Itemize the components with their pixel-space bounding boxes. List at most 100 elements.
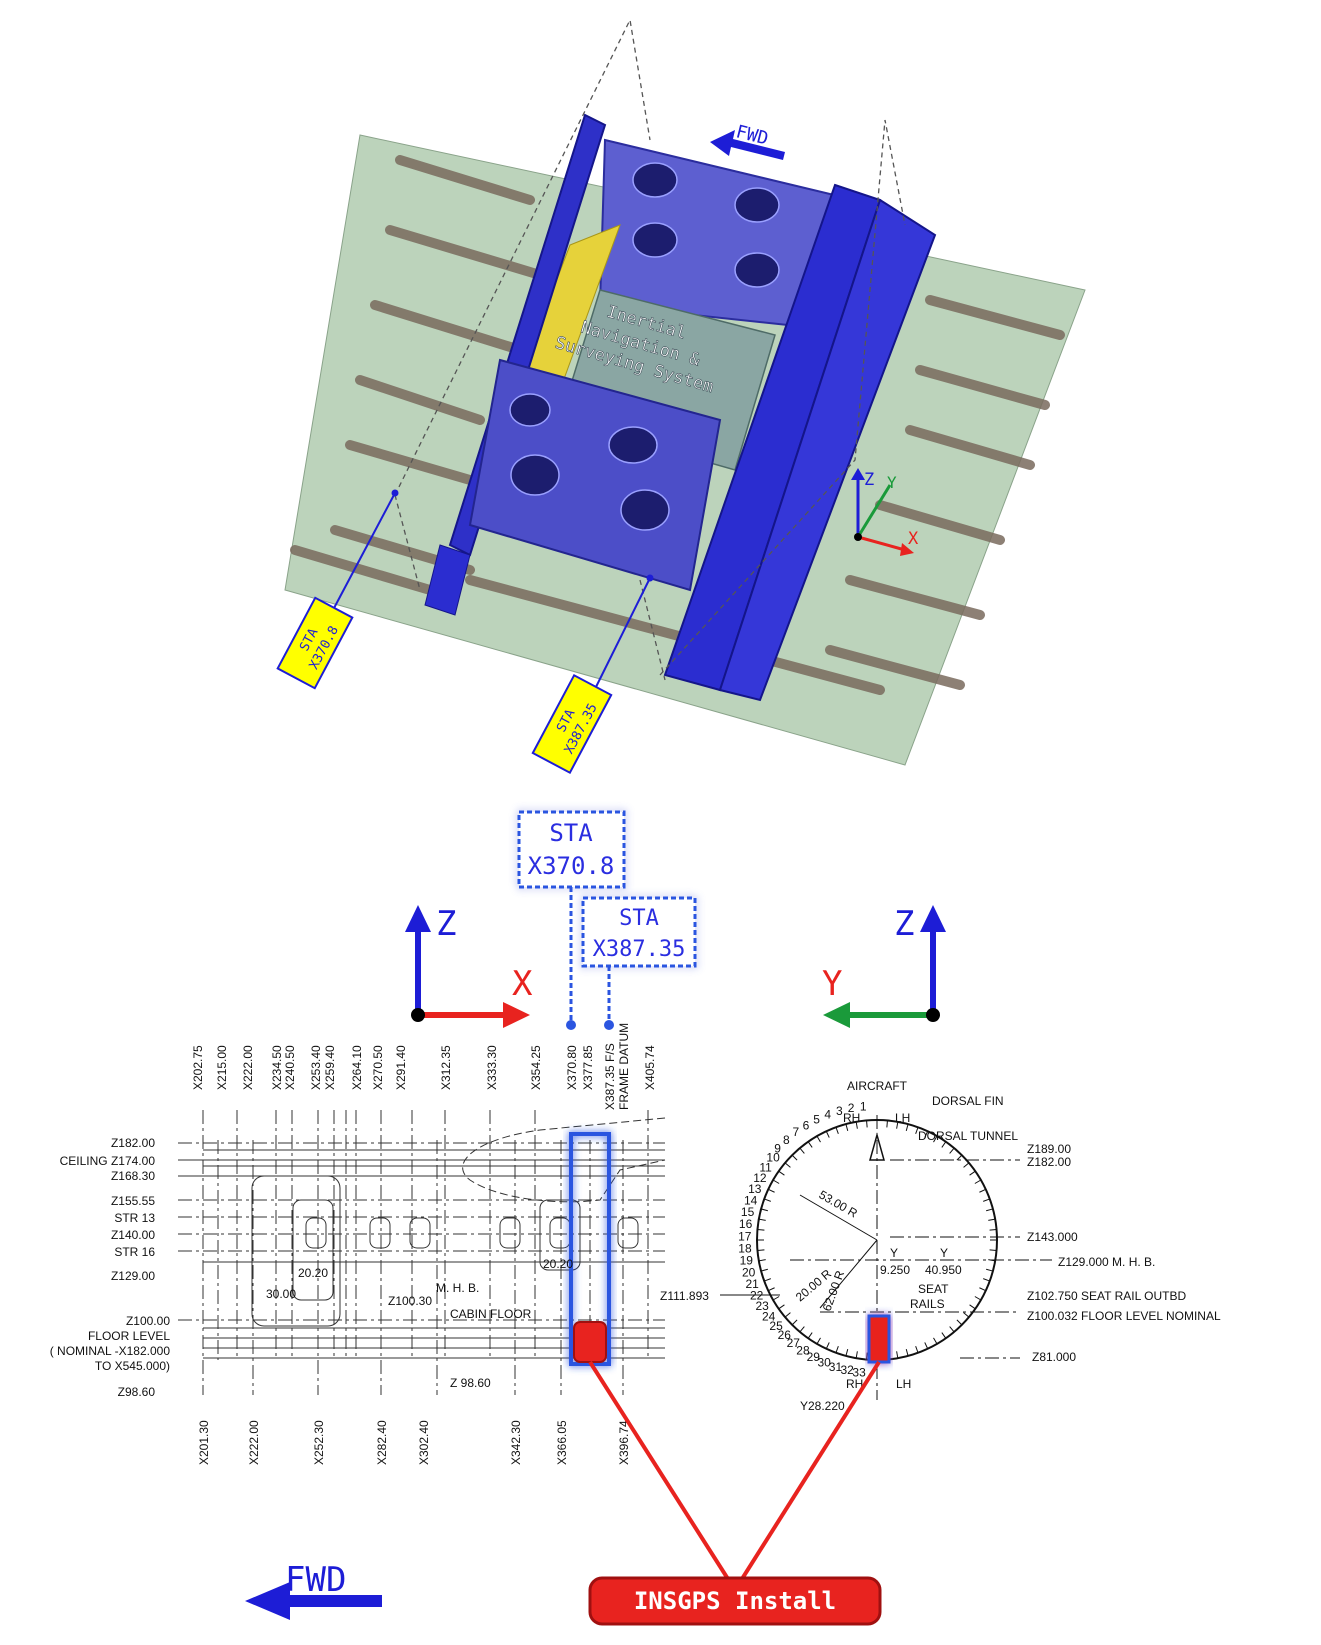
station-tick <box>799 1326 805 1333</box>
station-tick <box>778 1170 785 1176</box>
station-number: 16 <box>739 1217 753 1231</box>
station-tick <box>974 1296 982 1301</box>
station-tick <box>969 1304 976 1310</box>
station-tick <box>941 1141 947 1148</box>
dim-text: CABIN FLOOR <box>450 1307 532 1321</box>
station-tick <box>956 1319 963 1326</box>
sta-tag-top-1: STA X370.8 <box>276 596 354 690</box>
install-zone-section <box>867 1314 891 1364</box>
station-tick <box>866 1120 868 1128</box>
station-tick <box>956 1154 963 1161</box>
station-tick <box>989 1229 997 1231</box>
sta-callout-2-line1: STA <box>619 906 659 931</box>
sta-callout-1-line2: X370.8 <box>528 852 615 880</box>
waterline-label: ( NOMINAL -X182.000 <box>50 1344 171 1358</box>
station-tick <box>835 1346 839 1353</box>
dim-text: M. H. B. <box>436 1281 479 1295</box>
waterline-label: Z129.00 <box>111 1269 155 1283</box>
lower-beam <box>424 544 471 616</box>
station-tick <box>757 1249 765 1251</box>
top-station-label: X222.00 <box>241 1045 255 1090</box>
section-label-y28: Y28.220 <box>800 1399 845 1413</box>
top-3d-view: Inertial Navigation & Surveying System F… <box>276 17 1086 775</box>
axis-right-y-label: Y <box>822 964 842 1004</box>
station-tick <box>979 1287 986 1292</box>
station-tick <box>963 1312 970 1318</box>
station-number: 26 <box>778 1328 792 1342</box>
station-number: 7 <box>793 1125 800 1139</box>
station-tick <box>825 1131 830 1138</box>
station-tick <box>866 1352 868 1360</box>
waterline-label: STR 13 <box>114 1211 155 1225</box>
station-tick <box>941 1332 947 1339</box>
dim-text: 20.20 <box>298 1266 328 1280</box>
top-station-labels: X202.75 X215.00 X222.00 X234.50 X240.50 … <box>191 1023 657 1110</box>
station-number: 20 <box>742 1265 756 1279</box>
install-label: INSGPS Install <box>634 1587 836 1615</box>
waterline-label: STR 16 <box>114 1245 155 1259</box>
station-number: 11 <box>759 1160 772 1174</box>
bottom-station-label: X222.00 <box>247 1420 261 1465</box>
top-station-label: X215.00 <box>215 1045 229 1090</box>
axis-left-x-label: X <box>512 964 533 1004</box>
sta-callout-2: STA X387.35 <box>581 896 697 968</box>
station-tick <box>772 1296 780 1301</box>
top-station-label: X405.74 <box>643 1045 657 1090</box>
section-label-lh: LH <box>895 1111 910 1125</box>
station-number: 3 <box>836 1104 843 1118</box>
station-number: 1 <box>860 1100 867 1114</box>
station-tick <box>933 1337 938 1345</box>
station-number: 15 <box>741 1205 755 1219</box>
station-tick <box>915 1346 919 1353</box>
station-number: 28 <box>796 1344 810 1358</box>
station-lines <box>202 1110 649 1395</box>
station-number: 6 <box>803 1118 810 1132</box>
section-label-53r: 53.00 R <box>817 1187 861 1220</box>
station-tick <box>924 1131 929 1138</box>
station-number: 19 <box>740 1254 754 1268</box>
top-station-label: X333.30 <box>485 1045 499 1090</box>
station-tick <box>807 1141 813 1148</box>
section-label-y2: Y <box>940 1246 948 1260</box>
waterline-label: Z182.00 <box>111 1136 155 1150</box>
station-tick <box>825 1342 830 1349</box>
station-tick <box>988 1218 996 1221</box>
top-station-label: X253.40 <box>309 1045 323 1090</box>
section-label-40950: 40.950 <box>925 1263 962 1277</box>
section-label-rh: RH <box>843 1111 860 1125</box>
station-tick <box>778 1304 785 1310</box>
bottom-station-label: X342.30 <box>509 1420 523 1465</box>
bottom-station-label: X201.30 <box>197 1420 211 1465</box>
station-tick <box>758 1218 766 1221</box>
axis3d-y: Y <box>887 473 897 492</box>
dim-text: 30.00 <box>266 1287 296 1301</box>
dorsal-fairing-curve <box>462 1117 666 1203</box>
section-label-9250: 9.250 <box>880 1263 910 1277</box>
station-tick <box>764 1198 771 1202</box>
station-number: 5 <box>813 1113 820 1127</box>
station-tick <box>915 1127 919 1134</box>
section-label-dorsal-tunnel: DORSAL TUNNEL <box>918 1129 1018 1143</box>
station-tick <box>969 1170 976 1176</box>
station-tick <box>768 1287 775 1292</box>
station-tick <box>979 1188 986 1193</box>
window-cutouts <box>251 1175 639 1327</box>
station-number: 18 <box>738 1241 752 1255</box>
waterline-label: Z168.30 <box>111 1169 155 1183</box>
side-view-dims: 20.20 30.00 Z100.30 M. H. B. CABIN FLOOR… <box>266 1257 573 1390</box>
station-number: 27 <box>787 1336 801 1350</box>
section-label-lh-bottom: LH <box>896 1377 911 1391</box>
side-view-drawing <box>178 1110 666 1395</box>
station-tick <box>784 1162 791 1168</box>
top-station-label: X202.75 <box>191 1045 205 1090</box>
section-label-z182: Z182.00 <box>1027 1155 1071 1169</box>
axis-right-z-label: Z <box>894 904 914 944</box>
station-number: 2 <box>848 1101 855 1115</box>
station-tick <box>758 1259 766 1262</box>
stringers <box>290 155 1065 695</box>
sta-callout-2-line2: X387.35 <box>593 937 686 962</box>
waterline-label: FLOOR LEVEL <box>88 1329 170 1343</box>
waterline-label: Z155.55 <box>111 1194 155 1208</box>
station-number: 29 <box>807 1350 821 1364</box>
bottom-station-label: X366.05 <box>555 1420 569 1465</box>
